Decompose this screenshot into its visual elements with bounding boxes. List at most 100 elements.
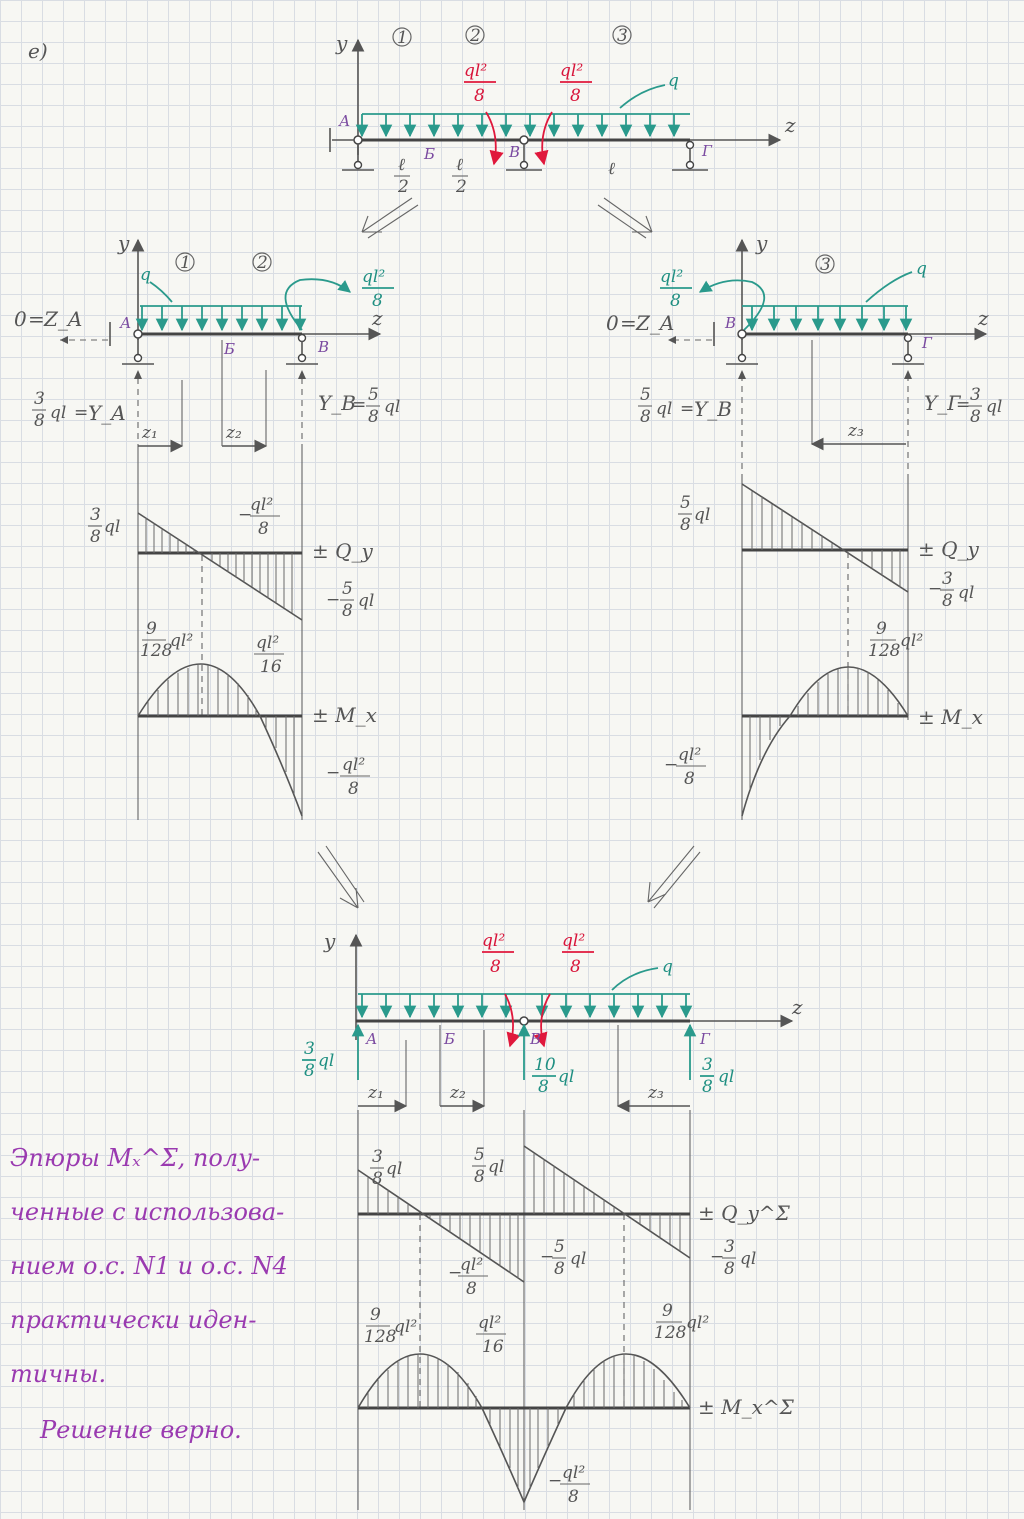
left-m-bot-num: ql²	[342, 755, 365, 775]
bottom-Mx-label: ± M_x^Σ	[698, 1395, 795, 1419]
bottom-moment-right-den: 8	[570, 957, 581, 977]
right-pt-V: В	[724, 314, 736, 332]
left-m-max-den: 128	[140, 641, 173, 661]
right-q-bot-num: 3	[942, 569, 953, 589]
right-YB-ql: ql	[656, 399, 672, 419]
len-l-half-2: ℓ	[456, 155, 463, 175]
left-YA-eq: =	[74, 403, 88, 423]
right-YB-num: 5	[640, 385, 651, 405]
bottom-m-max2-den: 128	[654, 1323, 687, 1343]
bottom-m-bot-num: ql²	[562, 1463, 585, 1483]
bottom-m-max2-num: 9	[662, 1301, 673, 1321]
bottom-pt-A: А	[365, 1030, 377, 1048]
segment-2-label: 2	[469, 26, 481, 46]
left-q-bot-ql: ql	[358, 591, 374, 611]
left-z1: z₁	[141, 423, 158, 443]
segment-3-marker	[612, 25, 632, 45]
right-moment	[698, 279, 766, 331]
note-line-2: ченные с использова-	[10, 1198, 284, 1226]
bottom-z1: z₁	[367, 1083, 384, 1103]
left-subbeam: y z 1 2 q ql² 8	[14, 231, 400, 820]
right-z3: z₃	[847, 421, 864, 441]
bottom-q-mid-num: ql²	[460, 1255, 483, 1275]
left-moment-num: ql²	[362, 267, 385, 287]
bottom-m-bot-den: 8	[568, 1487, 579, 1507]
left-q-top-den: 8	[90, 527, 101, 547]
len-two-1: 2	[397, 177, 409, 197]
bottom-q-bot1-ql: ql	[570, 1249, 586, 1269]
note-line-3: нием о.с. N1 и о.с. N4	[10, 1252, 288, 1280]
left-q-mid-den: 8	[258, 519, 269, 539]
transition-arrows	[317, 197, 701, 909]
note-line-6: Решение верно.	[39, 1416, 242, 1444]
left-pt-B: Б	[223, 340, 235, 358]
bottom-q-bot2-den: 8	[724, 1259, 735, 1279]
left-m-bot-den: 8	[348, 779, 359, 799]
right-m-max-ql: ql²	[900, 631, 923, 651]
bottom-z3: z₃	[647, 1083, 664, 1103]
bottom-m-16-den: 16	[482, 1337, 504, 1357]
bottom-moment-right-num: ql²	[562, 931, 585, 951]
right-YG-ql: ql	[986, 397, 1002, 417]
bottom-q-bot1-num: 5	[554, 1237, 565, 1257]
bottom-q-top1-ql: ql	[386, 1159, 402, 1179]
load-arrows	[355, 114, 681, 138]
right-YG: Y_Г	[924, 391, 961, 415]
left-Qy-label: ± Q_y	[312, 539, 374, 563]
segment-3-label: 3	[617, 26, 628, 46]
bottom-q-bot1-den: 8	[554, 1259, 565, 1279]
bottom-q-top1-num: 3	[372, 1147, 383, 1167]
left-q-bot-minus: −	[326, 590, 340, 610]
right-q-label: q	[916, 259, 927, 279]
bottom-RG-den: 8	[702, 1077, 713, 1097]
conclusion-note: Эпюры Mₓ^Σ, полу- ченные с использова- н…	[10, 1144, 288, 1444]
left-seg2: 2	[256, 253, 268, 273]
left-q-bot-num: 5	[342, 579, 353, 599]
left-q-hatch	[145, 518, 293, 613]
left-YB-den: 8	[368, 407, 379, 427]
right-q-top-den: 8	[680, 515, 691, 535]
left-YA-den: 8	[34, 411, 45, 431]
right-m-max-den: 128	[868, 641, 901, 661]
left-q-label: q	[140, 265, 151, 285]
bottom-q-top2-den: 8	[474, 1167, 485, 1187]
left-m-bot-minus: −	[326, 763, 340, 783]
combined-beam: y z q ql² 8 ql² 8 А	[302, 929, 803, 1510]
bottom-RA-num: 3	[304, 1039, 315, 1059]
bottom-Qy-label: ± Q_y^Σ	[698, 1201, 791, 1225]
right-moment-num: ql²	[660, 267, 683, 287]
bottom-pt-V: В	[529, 1030, 541, 1048]
left-YB-num: 5	[368, 385, 379, 405]
bottom-q-mid-minus: −	[448, 1263, 462, 1283]
bottom-RV-ql: ql	[558, 1067, 574, 1087]
left-m-16-num: ql²	[256, 633, 279, 653]
bottom-RG-ql: ql	[718, 1067, 734, 1087]
left-moment	[284, 278, 351, 331]
right-ZA-zero: 0	[606, 311, 619, 335]
right-m-bot-den: 8	[684, 769, 695, 789]
bottom-pt-G: Г	[699, 1030, 711, 1048]
bottom-q-top1-den: 8	[372, 1169, 383, 1189]
left-q-top-ql: ql	[104, 517, 120, 537]
right-z-label: z	[977, 306, 989, 330]
right-Mx-label: ± M_x	[918, 705, 983, 729]
len-two-2: 2	[455, 177, 467, 197]
right-ZA: Z_A	[635, 311, 674, 335]
right-subbeam: y z 3 q ql² 8 В Г	[606, 231, 1002, 820]
support-G	[672, 140, 708, 171]
segment-1-marker	[392, 27, 412, 47]
len-l: ℓ	[608, 159, 615, 179]
bottom-m-16-num: ql²	[478, 1313, 501, 1333]
right-YG-num: 3	[970, 385, 981, 405]
bottom-q-label: q	[662, 957, 673, 977]
bottom-m-max1-den: 128	[364, 1327, 397, 1347]
bottom-RV-num: 10	[534, 1055, 556, 1075]
right-pt-G: Г	[921, 334, 933, 352]
bottom-RV-den: 8	[538, 1077, 549, 1097]
left-seg1: 1	[180, 253, 191, 273]
bottom-moment-left-num: ql²	[482, 931, 505, 951]
point-A: А	[338, 112, 350, 130]
right-YG-eq: =	[956, 395, 970, 415]
left-YA-ql: ql	[50, 403, 66, 423]
left-m-max-ql: ql²	[170, 631, 193, 651]
